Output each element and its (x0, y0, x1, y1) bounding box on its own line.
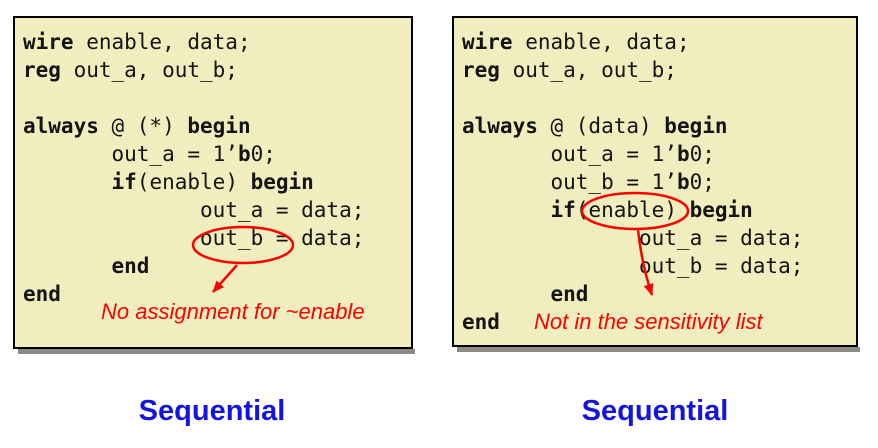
code-panel-right: wire enable, data;reg out_a, out_b; alwa… (452, 16, 860, 352)
annotation-right: Not in the sensitivity list (534, 309, 763, 334)
label-left: Sequential (138, 395, 286, 427)
label-right: Sequential (581, 395, 729, 427)
code-panel-left: wire enable, data;reg out_a, out_b; alwa… (13, 16, 415, 354)
code-block-left: wire enable, data;reg out_a, out_b; alwa… (23, 30, 365, 306)
annotation-left: No assignment for ~enable (101, 299, 365, 324)
code-block-right: wire enable, data;reg out_a, out_b; alwa… (462, 30, 804, 334)
